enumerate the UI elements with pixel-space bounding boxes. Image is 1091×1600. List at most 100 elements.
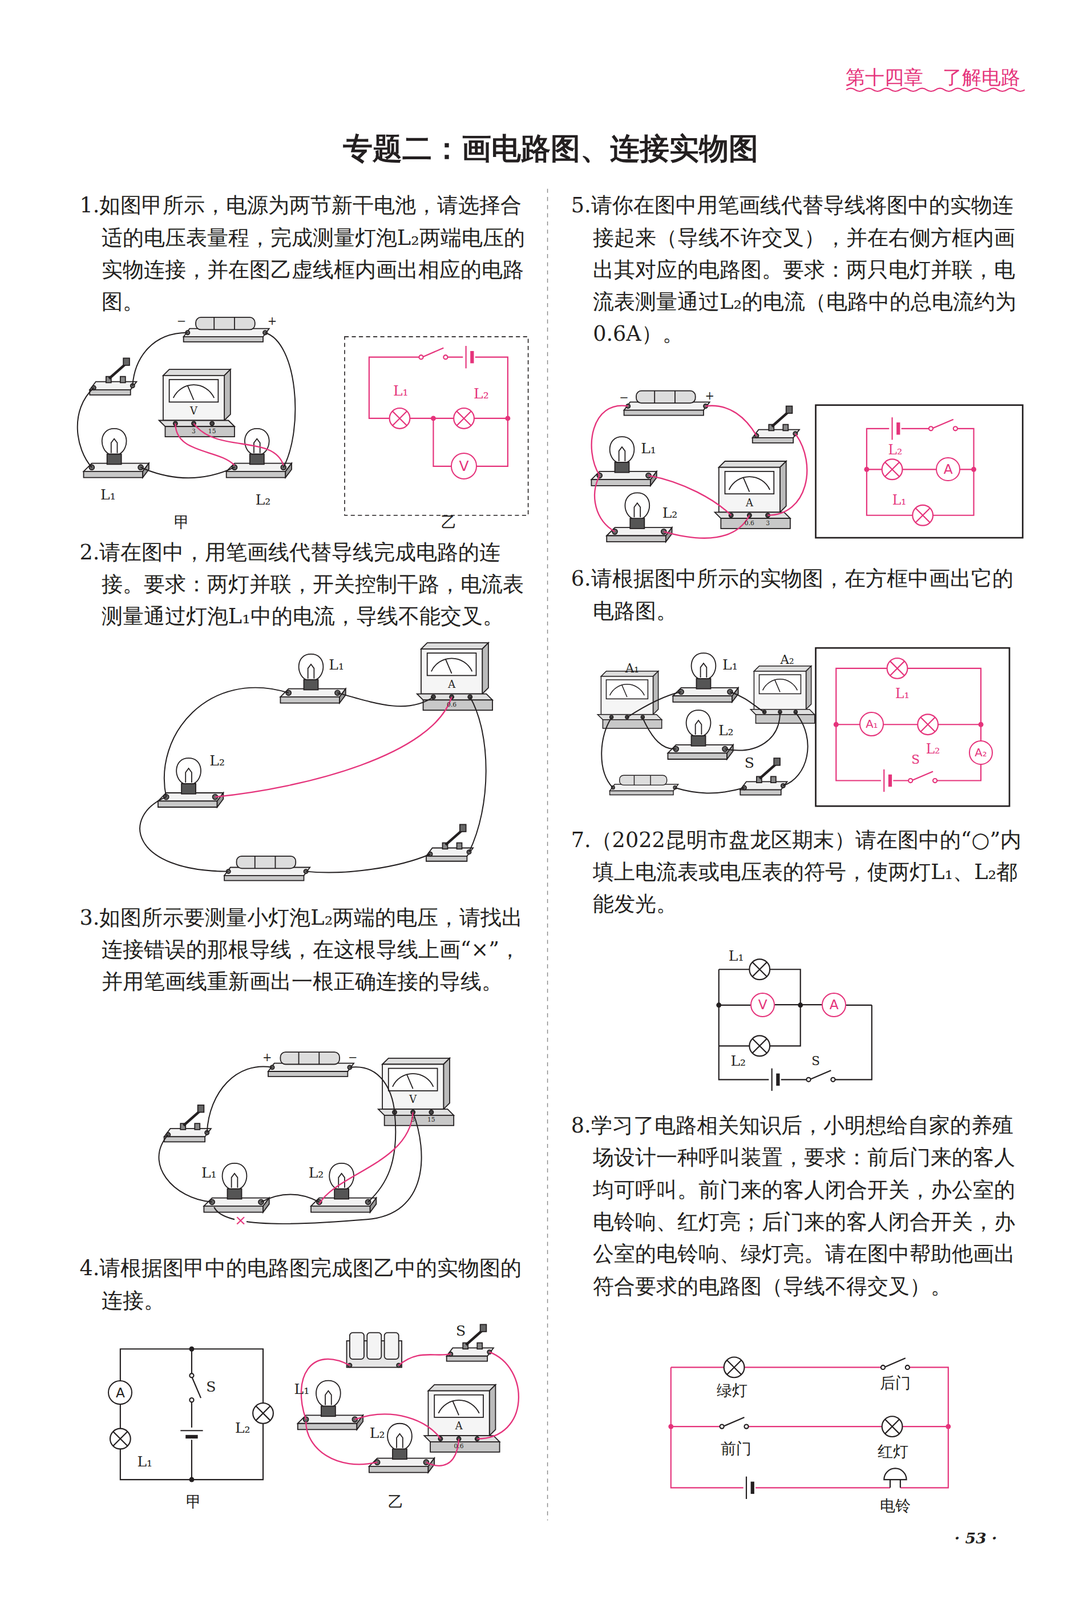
circuit-diagram (749, 1035, 770, 1056)
circuit-diagram (978, 721, 984, 727)
circuit-diagram (720, 1413, 749, 1429)
circuit-diagram (430, 415, 436, 421)
circuit-diagram (389, 407, 411, 429)
component-label: L₂ (662, 504, 678, 521)
circuit-photo (597, 652, 815, 795)
terminal-number: 0.6 (744, 519, 755, 527)
circuit-photo (369, 1423, 435, 1473)
circuit-photo (207, 1065, 273, 1133)
wire-connector (774, 1003, 822, 1005)
component-label: L₂ (235, 1419, 251, 1436)
circuit-photo (215, 696, 452, 797)
circuit-diagram (724, 1356, 745, 1378)
circuit-diagram (668, 1423, 674, 1429)
figure-label: 甲 (174, 513, 190, 531)
chapter-wave (846, 88, 1025, 92)
column-divider (547, 188, 548, 1521)
circuit-photo (268, 1051, 354, 1077)
circuit-photo (398, 1353, 451, 1365)
circuit-photo (164, 687, 289, 797)
circuit-diagram (344, 336, 529, 516)
meter-symbol-letter: A₂ (974, 746, 987, 759)
question-text: 2.请在图中，用笔画线代替导线完成电路的连接。要求：两灯并联，开关控制干路，电流… (79, 536, 537, 633)
meter-letter: A (447, 678, 456, 690)
circuit-photo (158, 1065, 422, 1223)
component-label: S (455, 1322, 466, 1339)
circuit-diagram (806, 1067, 835, 1082)
polarity-sign: − (619, 391, 629, 404)
component-label: L₂ (369, 1424, 386, 1441)
circuit-photo (224, 855, 310, 881)
wire-connector (774, 1004, 822, 1005)
component-label: L₂ (888, 442, 903, 458)
circuit-photo (305, 853, 431, 872)
circuit-diagram (815, 647, 1010, 806)
component-label: L₂ (473, 385, 490, 402)
circuit-photo (591, 390, 807, 543)
circuit-diagram (971, 466, 977, 472)
meter-letter: A (455, 1419, 463, 1432)
polarity-sign: − (348, 1051, 358, 1064)
circuit-photo (132, 332, 188, 386)
circuit-diagram (671, 1366, 949, 1488)
circuit-photo (77, 317, 296, 479)
circuit-diagram (344, 336, 529, 516)
chapter-wave (846, 88, 1025, 92)
circuit-diagram (453, 407, 475, 429)
component-label: 前门 (720, 1439, 752, 1457)
circuit-diagram (369, 357, 508, 467)
meter-circle: A (935, 457, 961, 482)
circuit-diagram (945, 1423, 951, 1429)
component-label: L₁ (100, 486, 116, 503)
meter-symbol-letter: V (758, 997, 768, 1011)
circuit-photo (280, 653, 346, 703)
circuit-photo (139, 687, 487, 873)
circuit-photo (672, 652, 738, 702)
circuit-diagram (749, 958, 770, 980)
circuit-photo (675, 787, 745, 793)
circuit-photo (83, 428, 149, 478)
circuit-photo (648, 475, 731, 516)
circuit-photo (384, 1332, 399, 1359)
circuit-photo (213, 1112, 422, 1224)
page-title: 专题二：画电路图、连接实物图 (342, 131, 759, 165)
component-label: 红灯 (877, 1442, 909, 1460)
circuit-photo (305, 1420, 378, 1464)
component-label: L₁ (136, 1453, 153, 1470)
question-text: 4.请根据图甲中的电路图完成图乙中的实物图的连接。 (79, 1251, 537, 1317)
circuit-diagram (768, 1067, 781, 1092)
circuit-photo (349, 1332, 365, 1359)
terminal-number: 15 (208, 427, 217, 435)
component-label: 后门 (879, 1374, 911, 1391)
circuit-diagram (815, 405, 1024, 538)
figure-label: 乙 (441, 513, 457, 531)
circuit-photo (627, 691, 682, 718)
meter-symbol-letter: A (115, 1385, 125, 1399)
circuit-photo (667, 709, 733, 759)
meter-circle: A (821, 992, 847, 1017)
circuit-photo (782, 712, 808, 786)
figure-label: 甲 (186, 1492, 202, 1510)
circuit-photo (624, 390, 710, 416)
meter-letter: V (190, 405, 198, 417)
circuit-photo (301, 1351, 519, 1466)
circuit-photo (477, 1351, 519, 1439)
circuit-photo (77, 387, 95, 467)
component-label: L₁ (393, 382, 409, 399)
chapter-header: 第十四章 了解电路 (845, 66, 1021, 88)
component-label: S (911, 752, 920, 767)
circuit-photo (183, 317, 270, 342)
component-label: L₂ (209, 752, 225, 769)
circuit-photo (139, 642, 493, 881)
circuit-photo (768, 433, 808, 516)
meter-symbol-letter: A₁ (865, 718, 878, 730)
component-label: L₂ (255, 491, 272, 508)
circuit-photo (175, 423, 284, 466)
component-label: L₂ (730, 1052, 746, 1069)
circuit-diagram (179, 1427, 204, 1440)
circuit-diagram (928, 415, 958, 431)
meter-symbol-letter: A (943, 462, 953, 476)
component-label: A₁ (625, 661, 640, 676)
circuit-photo (349, 1066, 395, 1112)
circuit-photo (594, 475, 615, 532)
